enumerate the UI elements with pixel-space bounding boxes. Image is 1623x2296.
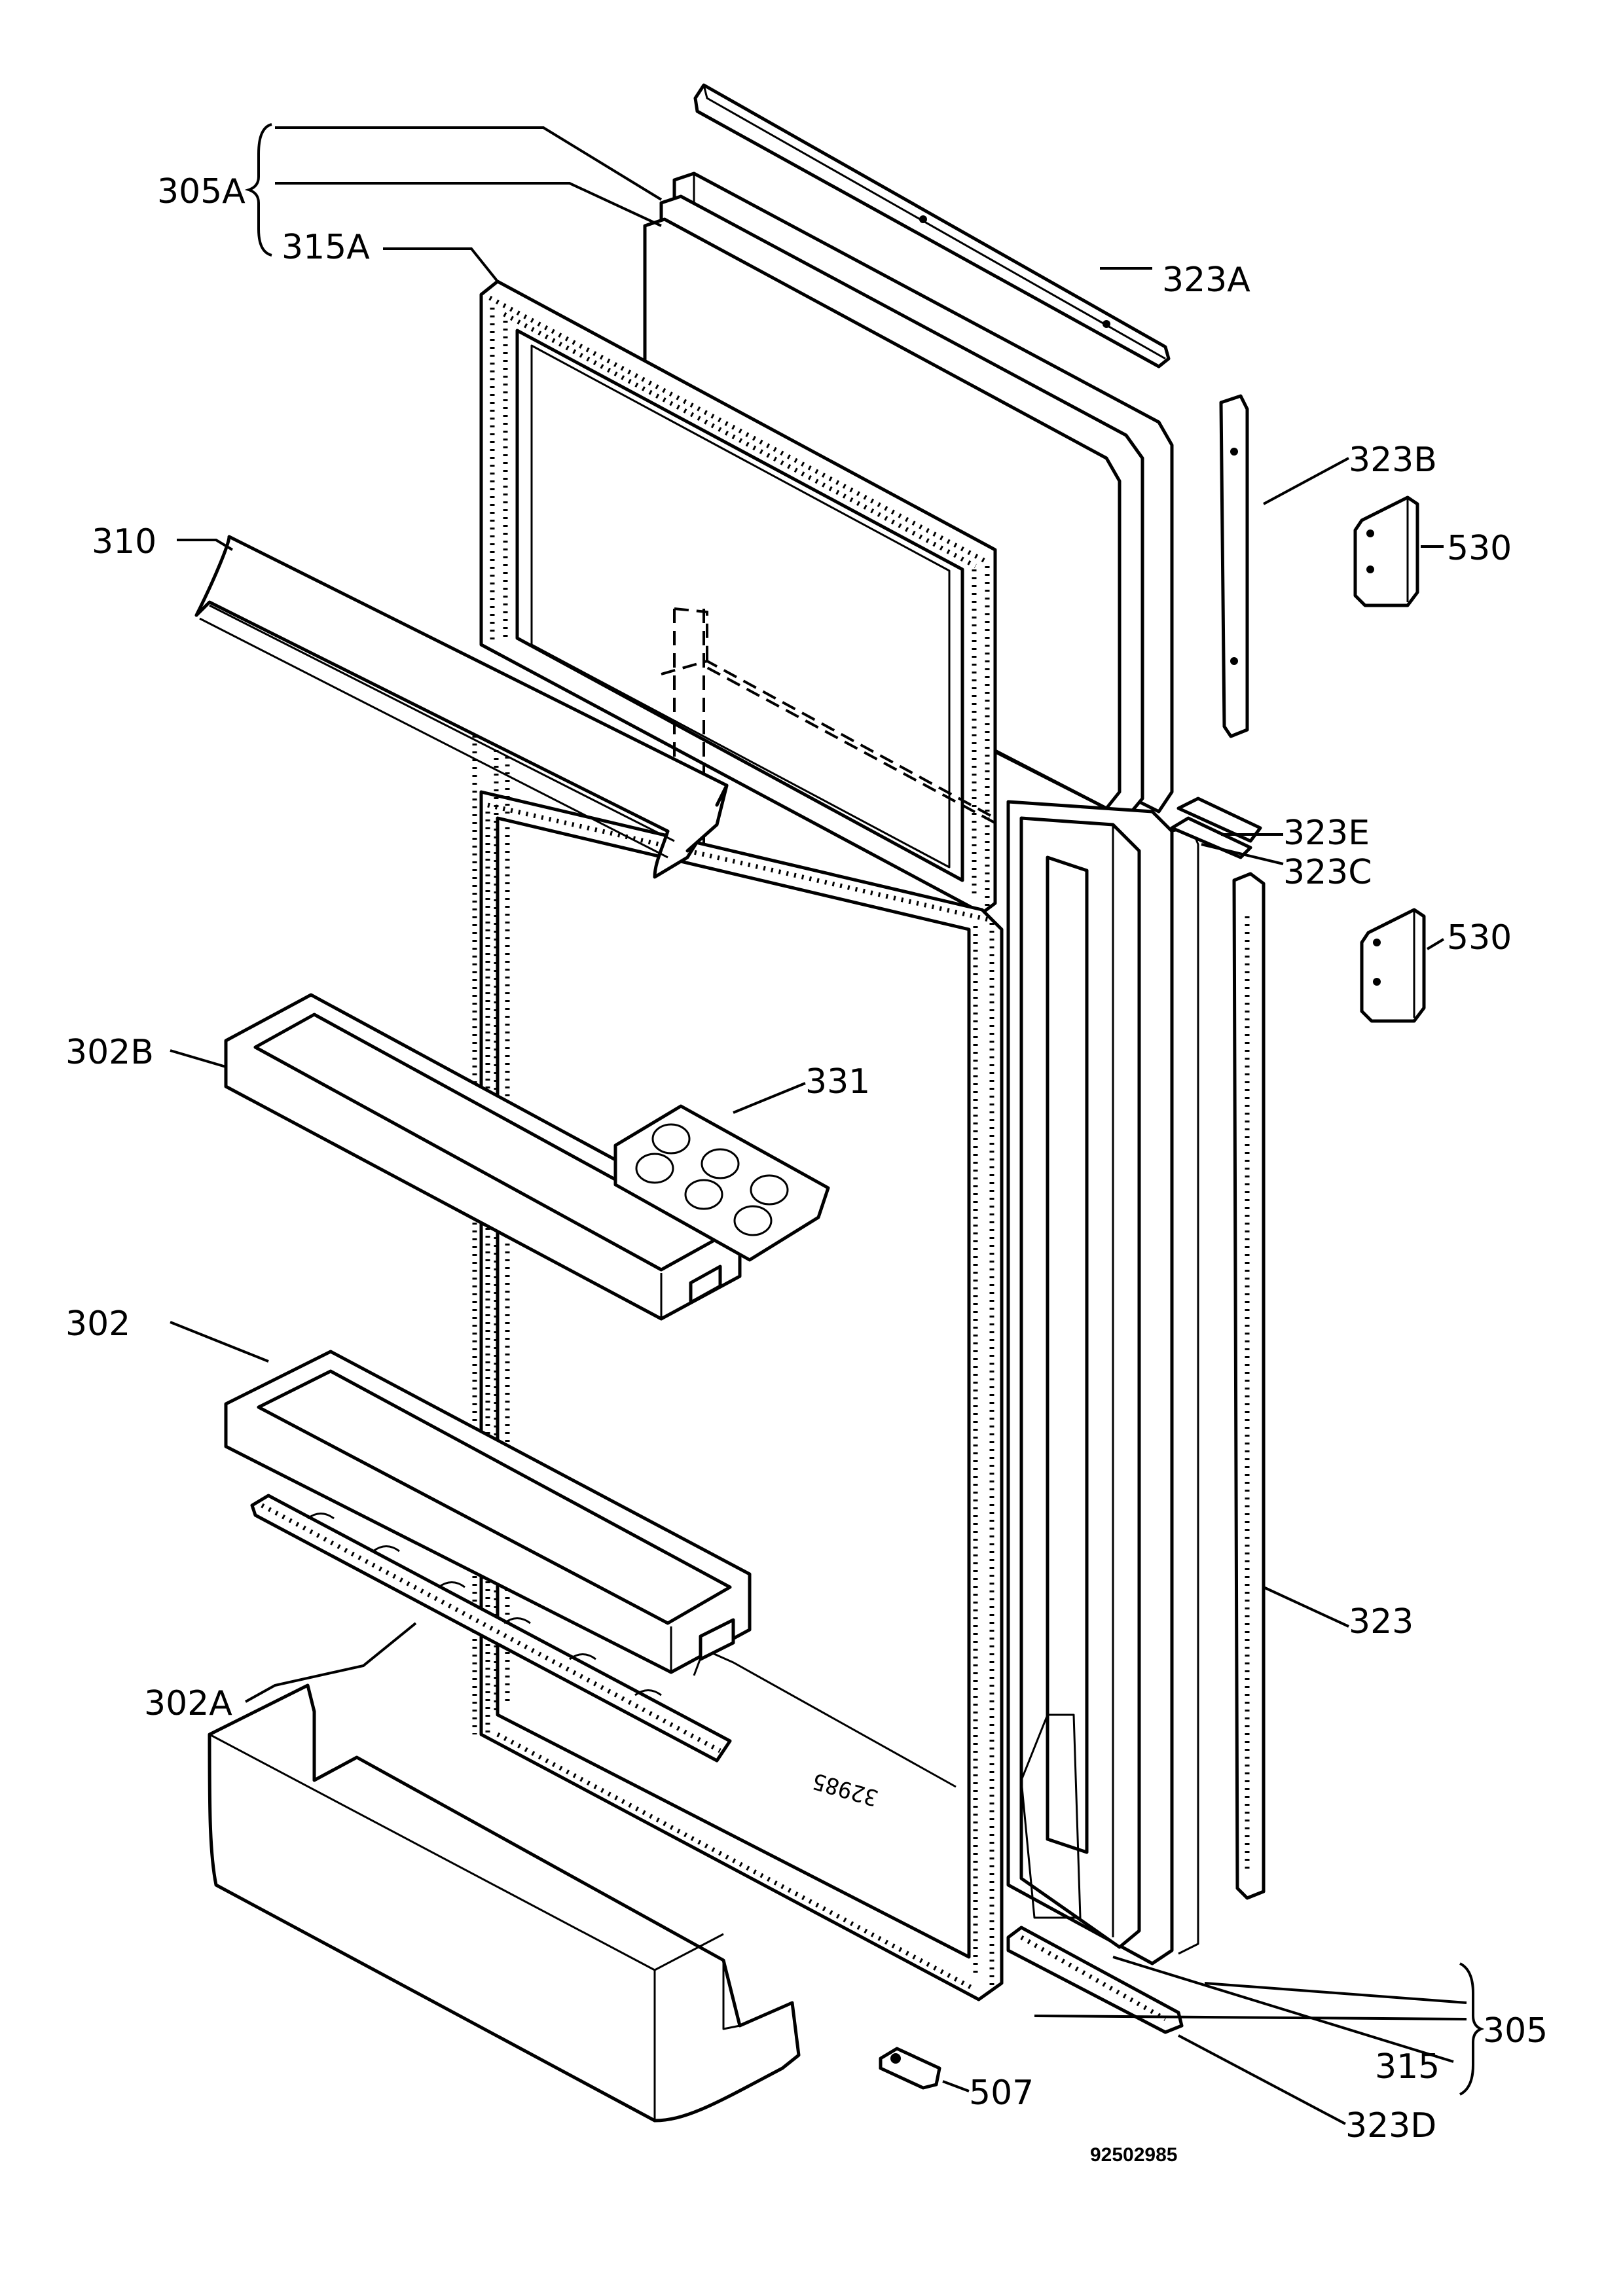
part-315a-upper-gasket bbox=[479, 279, 997, 915]
label-530-top: 530 bbox=[1447, 529, 1512, 568]
part-labels: 305A 315A 323A 323B 530 310 323E 323C 53… bbox=[65, 172, 1548, 2166]
part-530-cover-top bbox=[1353, 495, 1419, 607]
label-323a: 323A bbox=[1162, 260, 1250, 300]
part-323a-top-strip bbox=[693, 83, 1171, 368]
label-323: 323 bbox=[1349, 1602, 1413, 1641]
label-302a: 302A bbox=[144, 1684, 232, 1723]
part-323d-bottom-strip bbox=[1006, 1926, 1184, 2034]
part-302b-upper-shelf bbox=[224, 993, 742, 1321]
part-323-vertical-bar bbox=[1232, 872, 1266, 1900]
label-323d: 323D bbox=[1345, 2106, 1436, 2145]
label-310: 310 bbox=[92, 522, 156, 562]
part-302a-bottom-bin bbox=[208, 1683, 801, 2123]
part-302-lower-shelf bbox=[224, 1350, 752, 1674]
part-main-door-body bbox=[472, 607, 1199, 2001]
part-323b-hinge-bar bbox=[1219, 394, 1249, 738]
label-530-bottom: 530 bbox=[1447, 918, 1512, 958]
part-302a-bottle-divider bbox=[250, 1494, 732, 1763]
label-323b: 323B bbox=[1349, 440, 1437, 480]
label-323e: 323E bbox=[1283, 814, 1370, 853]
part-507-clip bbox=[879, 2047, 941, 2090]
part-310-handle bbox=[194, 535, 729, 879]
label-331: 331 bbox=[805, 1062, 870, 1102]
label-302b: 302B bbox=[65, 1033, 154, 1072]
part-530-cover-bottom bbox=[1360, 908, 1426, 1023]
part-331-egg-tray bbox=[613, 1104, 830, 1262]
label-302: 302 bbox=[65, 1304, 130, 1344]
drawing-number: 92502985 bbox=[1090, 2144, 1177, 2166]
leader-lines bbox=[170, 123, 1485, 2125]
label-323c: 323C bbox=[1283, 853, 1372, 892]
label-315a: 315A bbox=[282, 228, 370, 267]
label-315: 315 bbox=[1375, 2047, 1440, 2087]
label-507: 507 bbox=[969, 2073, 1034, 2113]
label-305a: 305A bbox=[157, 172, 246, 211]
label-305: 305 bbox=[1483, 2011, 1548, 2051]
